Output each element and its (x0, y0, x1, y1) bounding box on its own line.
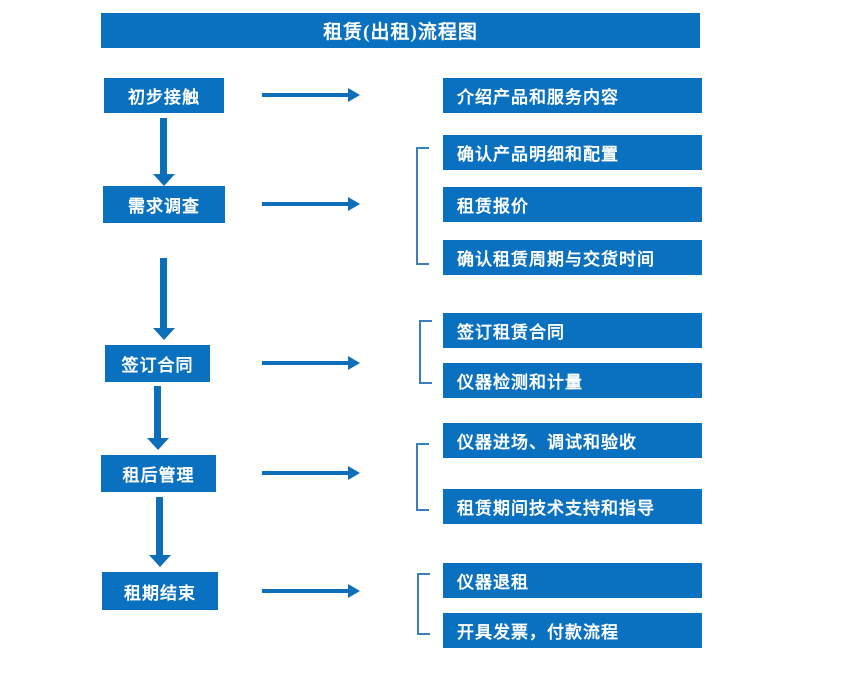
detail-box-invoice-payment[interactable]: 开具发票，付款流程 (443, 613, 702, 648)
stage-box-needs-survey[interactable]: 需求调查 (103, 186, 225, 223)
horizontal-arrow-needs-survey (262, 197, 360, 211)
detail-box-technical-support[interactable]: 租赁期间技术支持和指导 (443, 489, 702, 524)
detail-box-sign-rental-contract[interactable]: 签订租赁合同 (443, 313, 702, 348)
stage-box-rental-end[interactable]: 租期结束 (102, 572, 218, 610)
detail-box-confirm-product-details[interactable]: 确认产品明细和配置 (443, 135, 702, 170)
detail-box-instrument-return[interactable]: 仪器退租 (443, 563, 702, 598)
horizontal-arrow-post-rental-management (262, 466, 360, 480)
stage-box-initial-contact[interactable]: 初步接触 (104, 78, 224, 113)
detail-box-introduce-products[interactable]: 介绍产品和服务内容 (443, 78, 702, 113)
vertical-arrow-survey-to-contract (153, 258, 175, 340)
horizontal-arrow-sign-contract (262, 356, 360, 370)
detail-box-instrument-installation[interactable]: 仪器进场、调试和验收 (443, 423, 702, 458)
vertical-arrow-management-to-end (149, 497, 171, 567)
horizontal-arrow-initial-contact (262, 88, 360, 102)
detail-box-confirm-rental-period[interactable]: 确认租赁周期与交货时间 (443, 240, 702, 275)
group-bracket-sign-contract (419, 320, 432, 384)
stage-box-post-rental-management[interactable]: 租后管理 (101, 455, 216, 492)
group-bracket-rental-end (417, 573, 430, 635)
group-bracket-needs-survey (416, 147, 429, 265)
vertical-arrow-contact-to-survey (153, 118, 175, 186)
vertical-arrow-contract-to-management (147, 386, 169, 450)
stage-box-sign-contract[interactable]: 签订合同 (105, 345, 210, 382)
group-bracket-post-rental-management (416, 443, 429, 511)
diagram-title: 租赁(出租)流程图 (101, 13, 700, 48)
detail-box-instrument-inspection[interactable]: 仪器检测和计量 (443, 363, 702, 398)
detail-box-rental-quotation[interactable]: 租赁报价 (443, 187, 702, 222)
horizontal-arrow-rental-end (262, 584, 360, 598)
